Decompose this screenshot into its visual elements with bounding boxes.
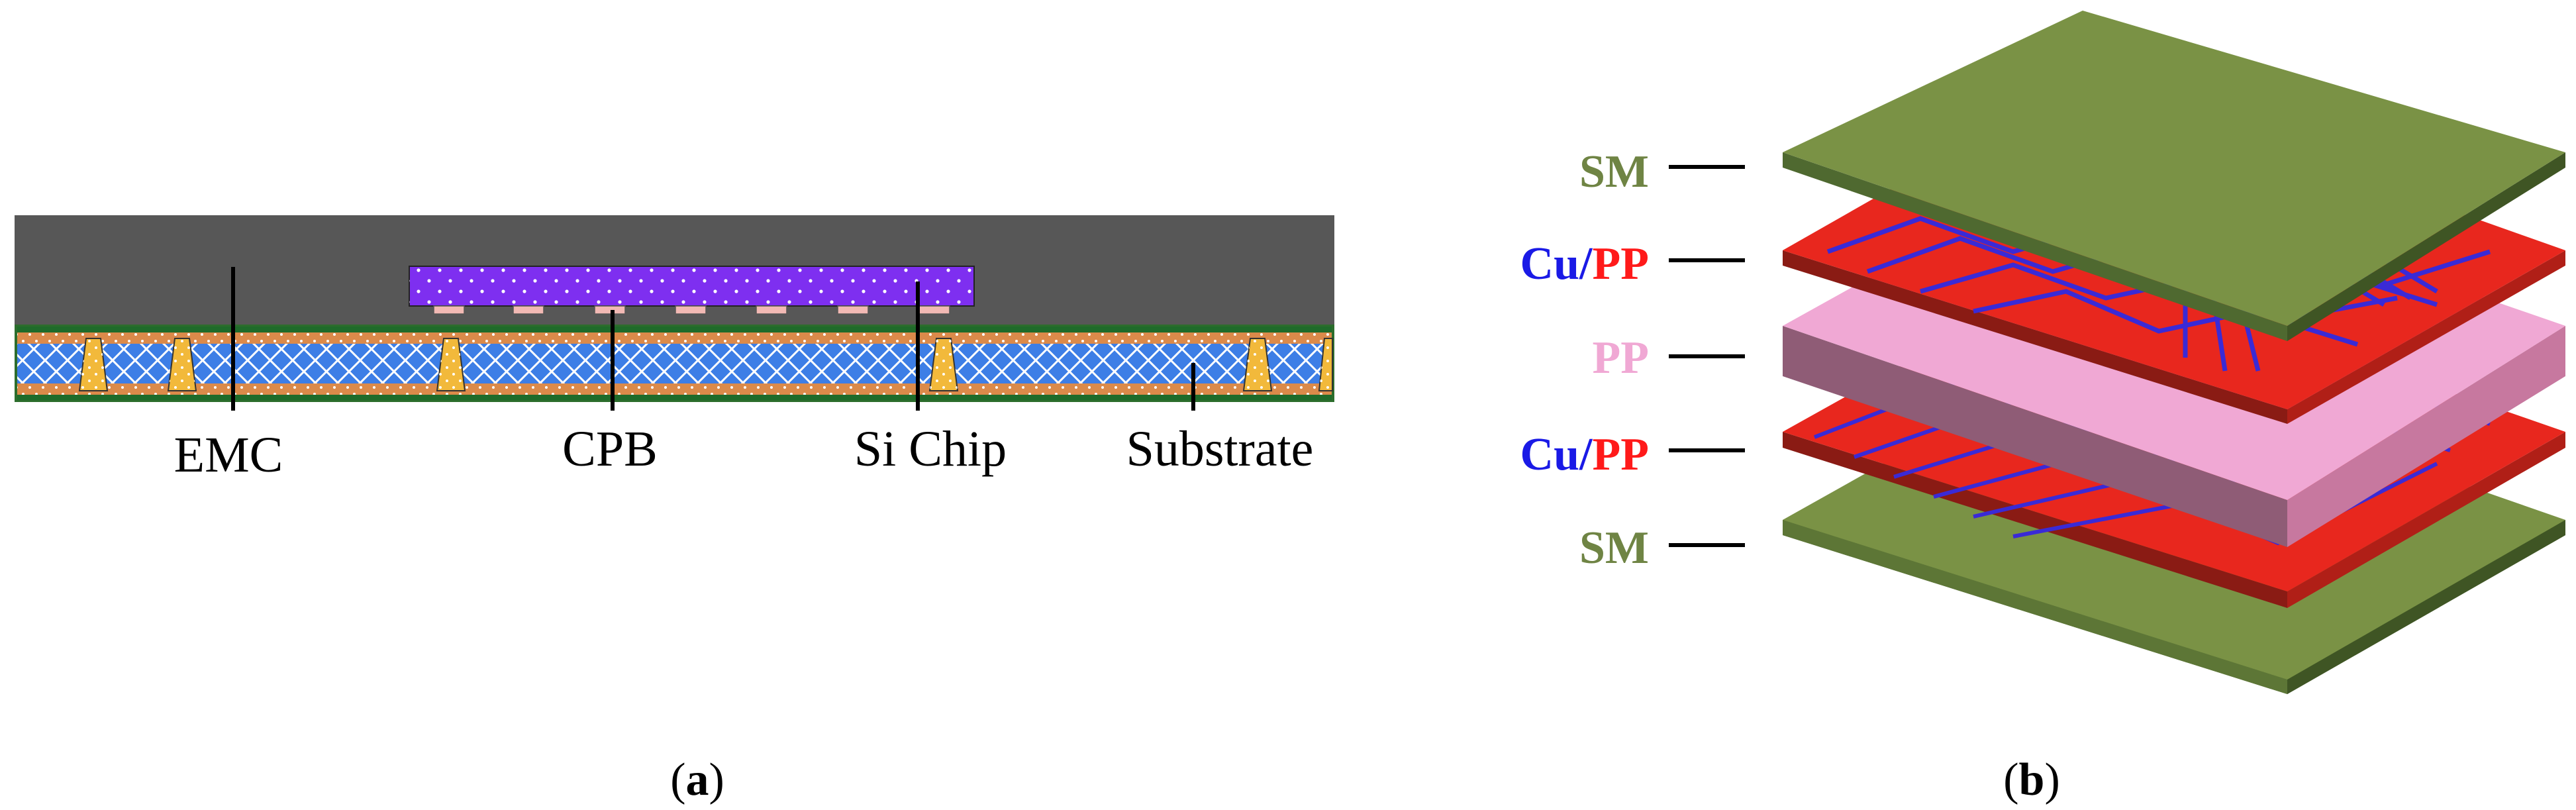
via <box>167 338 197 391</box>
layer-label-part: SM <box>1579 523 1649 574</box>
caption-a-letter: a <box>686 754 709 805</box>
label-substrate: Substrate <box>1126 421 1314 477</box>
label-emc: EMC <box>174 427 283 483</box>
bump <box>433 305 465 315</box>
caption-b-letter: b <box>2019 754 2045 805</box>
bump <box>594 305 626 315</box>
bump <box>918 305 950 315</box>
layer-sm-top <box>1783 11 2565 341</box>
via <box>928 338 959 391</box>
bump <box>756 305 787 315</box>
layer-label-sm-top: SM <box>1579 146 1649 197</box>
layer-label-part: PP <box>1592 332 1649 383</box>
panel-a-cross-section: EMC CPB Si Chip Substrate (a) <box>15 215 1334 805</box>
via <box>1242 338 1273 391</box>
label-si-chip: Si Chip <box>854 421 1007 477</box>
leader-lines-a <box>231 267 1195 411</box>
layer-label-sm-bottom: SM <box>1579 523 1649 574</box>
label-cpb: CPB <box>562 421 658 477</box>
layer-label-cu-pp-bottom: Cu/PP <box>1520 429 1649 480</box>
leader-lines-b <box>1669 165 1745 547</box>
layer-label-part: / <box>1579 238 1593 289</box>
layer-label-cu-pp-top: Cu/PP <box>1520 238 1649 289</box>
via <box>436 338 466 391</box>
via <box>1318 338 1333 391</box>
caption-b: (b) <box>2003 754 2060 805</box>
layer-label-part: SM <box>1579 146 1649 197</box>
via <box>78 338 109 391</box>
si-chip <box>409 266 975 307</box>
bump <box>837 305 869 315</box>
substrate-vias <box>78 338 1333 391</box>
caption-a: (a) <box>670 754 724 805</box>
bump <box>513 305 544 315</box>
layer-label-part: Cu <box>1520 429 1579 480</box>
layer-label-part: PP <box>1592 238 1649 289</box>
layer-label-part: Cu <box>1520 238 1579 289</box>
layer-label-part: / <box>1579 429 1593 480</box>
bump <box>675 305 707 315</box>
layer-label-pp: PP <box>1592 332 1649 383</box>
cpb-bumps <box>433 305 950 315</box>
substrate <box>15 325 1334 402</box>
layer-label-part: PP <box>1592 429 1649 480</box>
